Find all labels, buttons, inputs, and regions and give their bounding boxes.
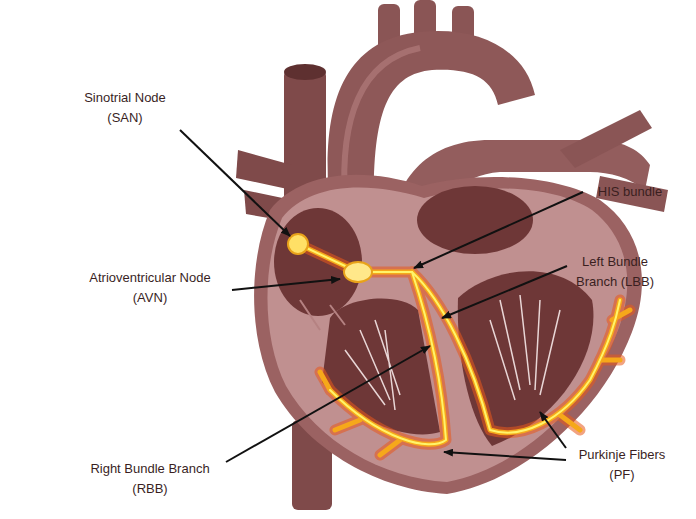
branch-label: Left Bundle Branch (LBB) <box>569 252 661 292</box>
bundle-label: HIS bundle <box>580 182 680 202</box>
node-label: Atrioventricular Node (AVN) <box>75 268 225 308</box>
leader-lines <box>180 130 583 462</box>
great-vessels <box>236 0 668 510</box>
heart-body <box>254 175 642 494</box>
conduction-system <box>288 234 630 455</box>
branch-label: Right Bundle Branch (RBB) <box>80 459 220 499</box>
node-label: Sinotrial Node (SAN) <box>70 88 180 128</box>
fibers-label: Purkinje Fibers (PF) <box>567 445 677 485</box>
